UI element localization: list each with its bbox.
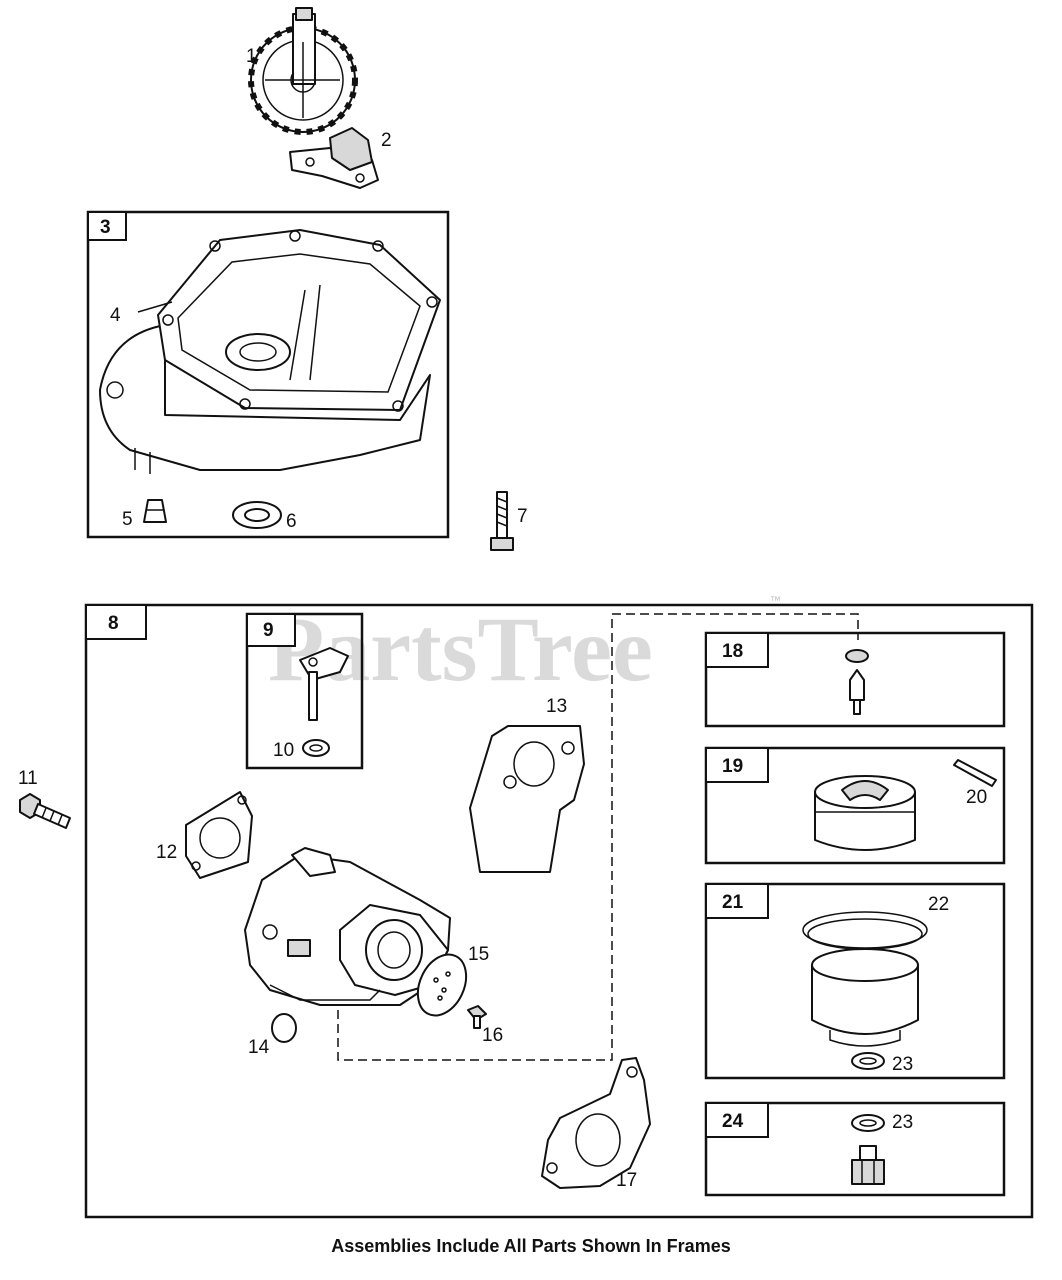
part-3-crankcase-cover[interactable]	[99, 229, 441, 474]
callout-7: 7	[517, 506, 528, 527]
frame-21-tag	[705, 883, 769, 919]
callout-10: 10	[273, 740, 294, 761]
callout-8: 8	[108, 613, 119, 634]
part-2-governor-assembly[interactable]	[289, 127, 379, 189]
callout-16: 16	[482, 1025, 503, 1046]
frame-9	[245, 612, 364, 770]
callout-22: 22	[928, 894, 949, 915]
callout-3: 3	[100, 217, 111, 238]
callout-2: 2	[381, 130, 392, 151]
watermark-trademark: ™	[770, 595, 781, 607]
callout-23-a: 23	[892, 1054, 913, 1075]
callout-24: 24	[722, 1111, 744, 1132]
frame-19	[704, 746, 1006, 865]
part-5-dowel-pin[interactable]	[143, 499, 167, 523]
callout-6: 6	[286, 511, 297, 532]
part-20-pin[interactable]	[953, 759, 997, 787]
callout-19: 19	[722, 756, 743, 777]
callout-23-b: 23	[892, 1112, 913, 1133]
part-9-throttle-shaft[interactable]	[299, 647, 349, 721]
callout-15: 15	[468, 944, 489, 965]
callout-1: 1	[246, 46, 257, 67]
part-16-screw[interactable]	[467, 1005, 487, 1029]
frame-18	[704, 631, 1006, 728]
frame-24	[704, 1101, 1006, 1197]
part-1-camshaft-gear[interactable]	[248, 7, 358, 135]
frame-21	[704, 882, 1006, 1080]
part-19-float[interactable]	[814, 775, 916, 851]
frame-8-tag	[85, 604, 147, 640]
callout-17: 17	[616, 1170, 637, 1191]
part-23-washer-a[interactable]	[851, 1052, 885, 1070]
frame-18-tag	[705, 632, 769, 668]
diagram-caption: Assemblies Include All Parts Shown In Fr…	[331, 1236, 731, 1256]
callout-5: 5	[122, 509, 133, 530]
part-6-oil-seal[interactable]	[232, 501, 282, 529]
callout-9: 9	[263, 620, 274, 641]
carburetor-body[interactable]	[244, 847, 451, 1006]
part-15-plate[interactable]	[409, 947, 476, 1024]
part-14-welch-plug[interactable]	[271, 1013, 297, 1043]
callout-18: 18	[722, 641, 743, 662]
frame-8	[84, 603, 1034, 1219]
part-17-gasket[interactable]	[541, 1057, 651, 1189]
callout-13: 13	[546, 696, 567, 717]
callout-4: 4	[110, 305, 121, 326]
frame-9-tag	[246, 613, 296, 647]
part-13-insulator[interactable]	[469, 725, 585, 873]
frame-3	[86, 210, 450, 539]
frame-19-tag	[705, 747, 769, 783]
assembly-leader-dashed	[337, 613, 859, 1061]
callout-20: 20	[966, 787, 987, 808]
part-12-gasket[interactable]	[185, 791, 253, 879]
frame-24-tag	[705, 1102, 769, 1138]
part-10-seal[interactable]	[302, 739, 330, 757]
callout-14: 14	[248, 1037, 270, 1058]
part-11-bolt[interactable]	[19, 793, 71, 829]
part-21-float-bowl[interactable]	[811, 948, 919, 1047]
callout-11: 11	[18, 768, 38, 789]
callout-12: 12	[156, 842, 177, 863]
frame-3-tag	[87, 211, 127, 241]
part-24-bowl-screw[interactable]	[851, 1145, 885, 1185]
part-22-gasket-ring[interactable]	[802, 911, 928, 950]
leader-4	[137, 301, 173, 313]
callout-21: 21	[722, 892, 744, 913]
part-7-bolt[interactable]	[490, 491, 514, 551]
part-23-washer-b[interactable]	[851, 1114, 885, 1132]
part-18-needle-valve[interactable]	[845, 649, 869, 715]
